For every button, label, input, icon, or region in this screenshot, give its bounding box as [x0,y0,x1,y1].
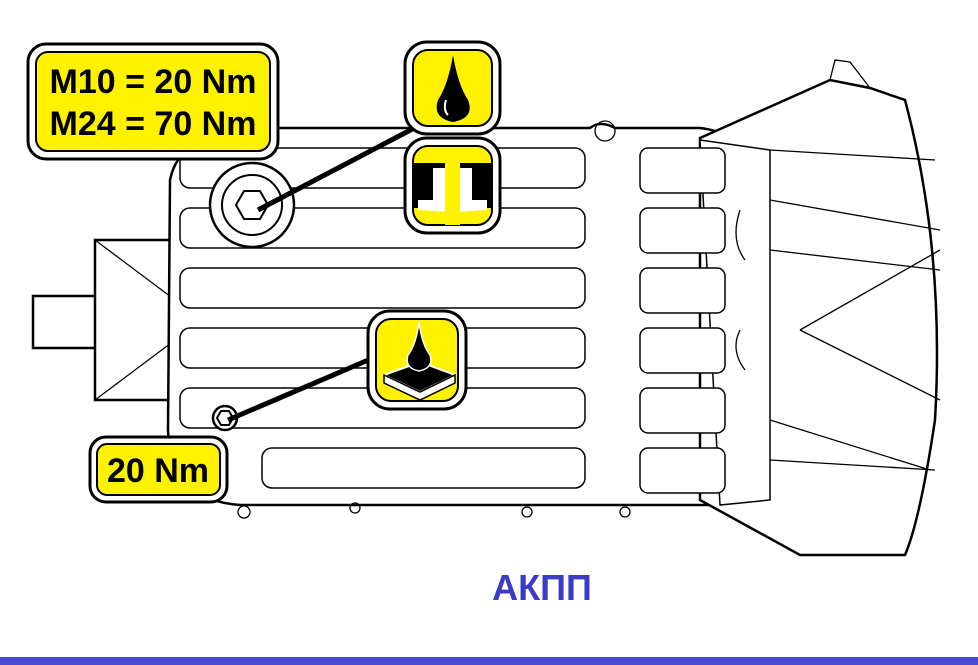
fill-plug-icon [403,136,502,235]
caption: АКПП [492,567,592,608]
oil-drop-icon [403,40,502,136]
torque-m24: M24 = 70 Nm [50,105,257,143]
torque-drain: 20 Nm [107,452,209,490]
torque-label-drain: 20 Nm [88,435,229,504]
leader-line-drain [227,352,381,423]
bottom-bar [0,657,978,665]
torque-label-fill: M10 = 20 Nm M24 = 70 Nm [26,42,280,161]
oil-pan-drain-icon [366,309,468,411]
leader-line-fill [256,122,422,213]
torque-m10: M10 = 20 Nm [50,63,257,101]
fill-plug [208,161,296,249]
